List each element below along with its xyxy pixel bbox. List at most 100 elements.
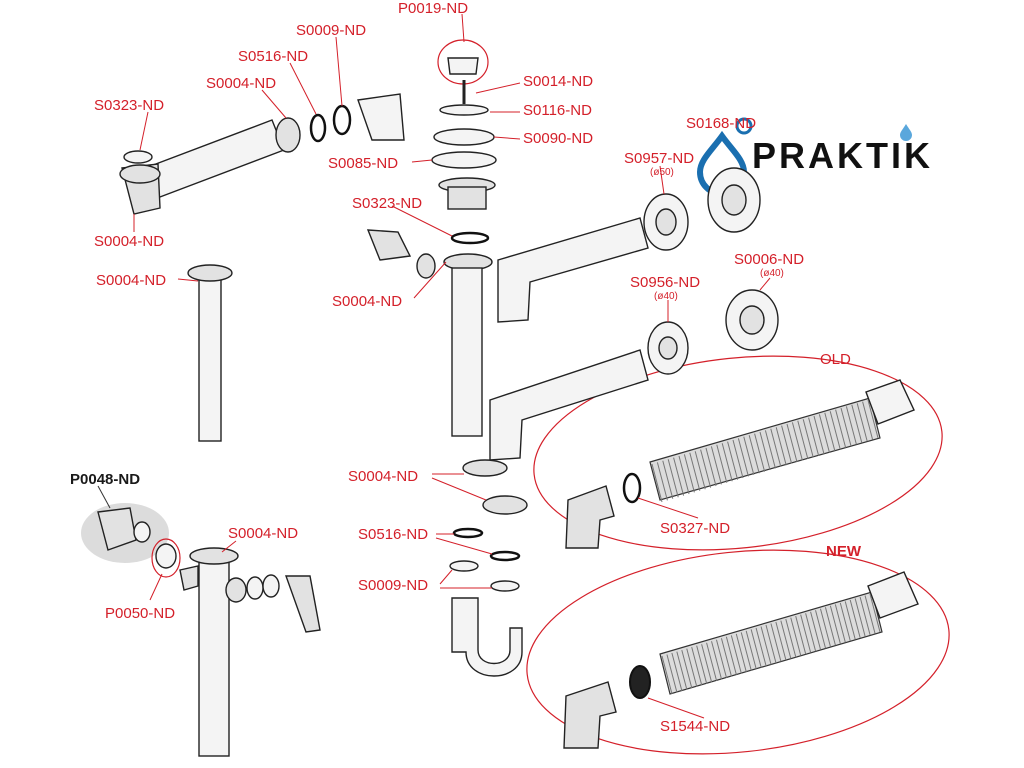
overflow-nut-s0004-left <box>119 164 161 184</box>
label-s1544: S1544-ND <box>660 718 730 735</box>
hose-rib-old <box>845 406 857 445</box>
hose-rib-old <box>802 419 814 458</box>
stopper-plug <box>447 57 479 75</box>
p0048-fitting <box>97 507 137 551</box>
hose-rib-new <box>810 611 822 650</box>
old-flexible-hose <box>565 379 915 549</box>
dim-s0006: (ø40) <box>760 268 784 279</box>
wall-elbow-upper <box>497 217 649 323</box>
hose-rib-old <box>710 446 722 485</box>
tail-pipe-left <box>187 264 233 442</box>
hose-rib-new <box>859 596 871 636</box>
p0050-highlight <box>151 538 181 578</box>
hose-rib-old <box>743 436 755 475</box>
hose-rib-old <box>797 420 809 459</box>
label-s0323-mid: S0323-ND <box>352 195 422 212</box>
new-group-oval <box>526 549 950 755</box>
hose-rib-new <box>740 632 752 671</box>
hose-rib-new <box>780 620 792 659</box>
hose-rib-old <box>775 427 787 466</box>
hose-rib-new <box>676 651 688 690</box>
hose-rib-new <box>661 655 673 695</box>
hose-rib-new <box>839 602 851 641</box>
label-s0516-top: S0516-ND <box>238 48 308 65</box>
ring-s0516-top <box>309 113 327 143</box>
hose-rib-new <box>849 599 861 639</box>
hose-rib-old <box>705 447 717 487</box>
hose-rib-old <box>694 451 706 490</box>
hose-rib-old <box>732 439 744 479</box>
hose-rib-new <box>701 644 713 683</box>
hose-rib-old <box>786 423 798 463</box>
old-group-oval <box>533 355 943 551</box>
wall-elbow-lower <box>489 349 649 461</box>
hose-rib-new <box>760 626 772 665</box>
bottom-left-assembly <box>97 507 321 757</box>
hose-rib-old <box>856 403 868 442</box>
hose-rib-new <box>844 601 856 640</box>
praktik-logo: PRAKTIK <box>696 117 933 197</box>
label-s0323-left: S0323-ND <box>94 97 164 114</box>
hose-rib-old <box>667 459 679 498</box>
cap-p0050 <box>155 543 177 569</box>
label-s0004-mid: S0004-ND <box>332 293 402 310</box>
hose-rib-old <box>683 454 695 493</box>
hose-rib-old <box>651 463 663 503</box>
overflow-horizontal-pipe <box>139 119 285 201</box>
overflow-nut-s0004-top <box>275 117 301 153</box>
hose-rib-old <box>716 444 728 483</box>
hose-rib-old <box>781 425 793 464</box>
hose-rib-old <box>662 460 674 499</box>
hose-rib-new <box>834 604 846 643</box>
hose-rib-new <box>730 635 742 674</box>
label-s0009-top: S0009-ND <box>296 22 366 39</box>
hose-rib-old <box>764 430 776 469</box>
hose-rib-new <box>785 618 797 658</box>
dim-s0956: (ø40) <box>654 291 678 302</box>
overflow-gasket-s0323 <box>123 150 153 164</box>
label-p0019: P0019-ND <box>398 0 468 17</box>
label-s0327: S0327-ND <box>660 520 730 537</box>
hose-rib-new <box>745 630 757 670</box>
ring-s0009-top <box>332 104 352 136</box>
strainer-stack <box>366 57 497 437</box>
hose-rib-new <box>691 647 703 686</box>
hose-rib-new <box>735 633 747 672</box>
hose-rib-old <box>721 443 733 482</box>
hose-rib-new <box>819 608 831 647</box>
label-s0004-pipe: S0004-ND <box>96 272 166 289</box>
hose-rib-old <box>748 435 760 474</box>
brand-name: PRAKTIK <box>752 135 933 176</box>
hose-rib-old <box>656 462 668 501</box>
hose-rib-old <box>759 431 771 471</box>
hose-rib-new <box>770 623 782 662</box>
label-s0006: S0006-ND <box>734 251 804 268</box>
hose-rib-new <box>725 636 737 675</box>
hose-rib-new <box>671 652 683 692</box>
label-s0957: S0957-ND <box>624 150 694 167</box>
hose-rib-old <box>727 441 739 480</box>
label-s0090: S0090-ND <box>523 130 593 147</box>
label-s0009-low: S0009-ND <box>358 577 428 594</box>
label-old: OLD <box>820 351 851 368</box>
water-drop-top-icon <box>900 124 912 141</box>
p-trap-body <box>451 597 523 677</box>
hose-rib-old <box>867 399 879 439</box>
hose-rib-new <box>800 614 812 653</box>
hose-rib-new <box>715 639 727 678</box>
hose-rib-old <box>829 411 841 450</box>
hose-rib-new <box>666 654 678 693</box>
hose-rib-new <box>790 617 802 656</box>
hose-rib-new <box>706 642 718 681</box>
hose-rib-new <box>795 616 807 655</box>
hose-rib-old <box>818 414 830 453</box>
label-s0516-low: S0516-ND <box>358 526 428 543</box>
leader-lines <box>97 13 771 719</box>
gasket-s0323-mid <box>450 231 490 245</box>
hose-rib-new <box>775 621 787 661</box>
hose-rib-new <box>824 607 836 646</box>
main-tail-pipe <box>451 267 483 437</box>
dim-s0957: (ø50) <box>650 167 674 178</box>
label-s0085: S0085-ND <box>328 155 398 172</box>
